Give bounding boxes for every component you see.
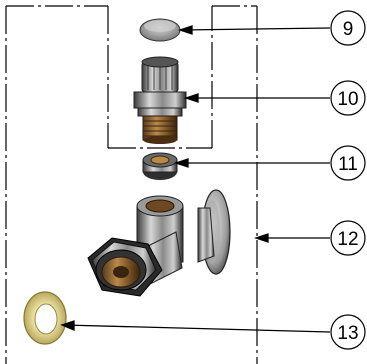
stem-cartridge-part [133,56,187,144]
angle-valve-body-part [87,189,231,297]
callout-11: 11 [330,145,366,181]
assembly-outline [5,5,258,364]
washer-part [23,291,67,345]
callout-9-label: 9 [343,19,354,40]
callout-13: 13 [330,314,366,350]
cap-part [139,18,181,42]
callout-12-label: 12 [337,229,358,250]
nut-part [142,152,178,180]
leader-lines [60,25,331,333]
callout-11-label: 11 [338,154,358,175]
callout-12: 12 [330,220,366,256]
callout-10-label: 10 [337,89,358,110]
callout-10: 10 [330,80,366,116]
callout-13-label: 13 [337,323,358,344]
callout-9: 9 [330,10,366,46]
